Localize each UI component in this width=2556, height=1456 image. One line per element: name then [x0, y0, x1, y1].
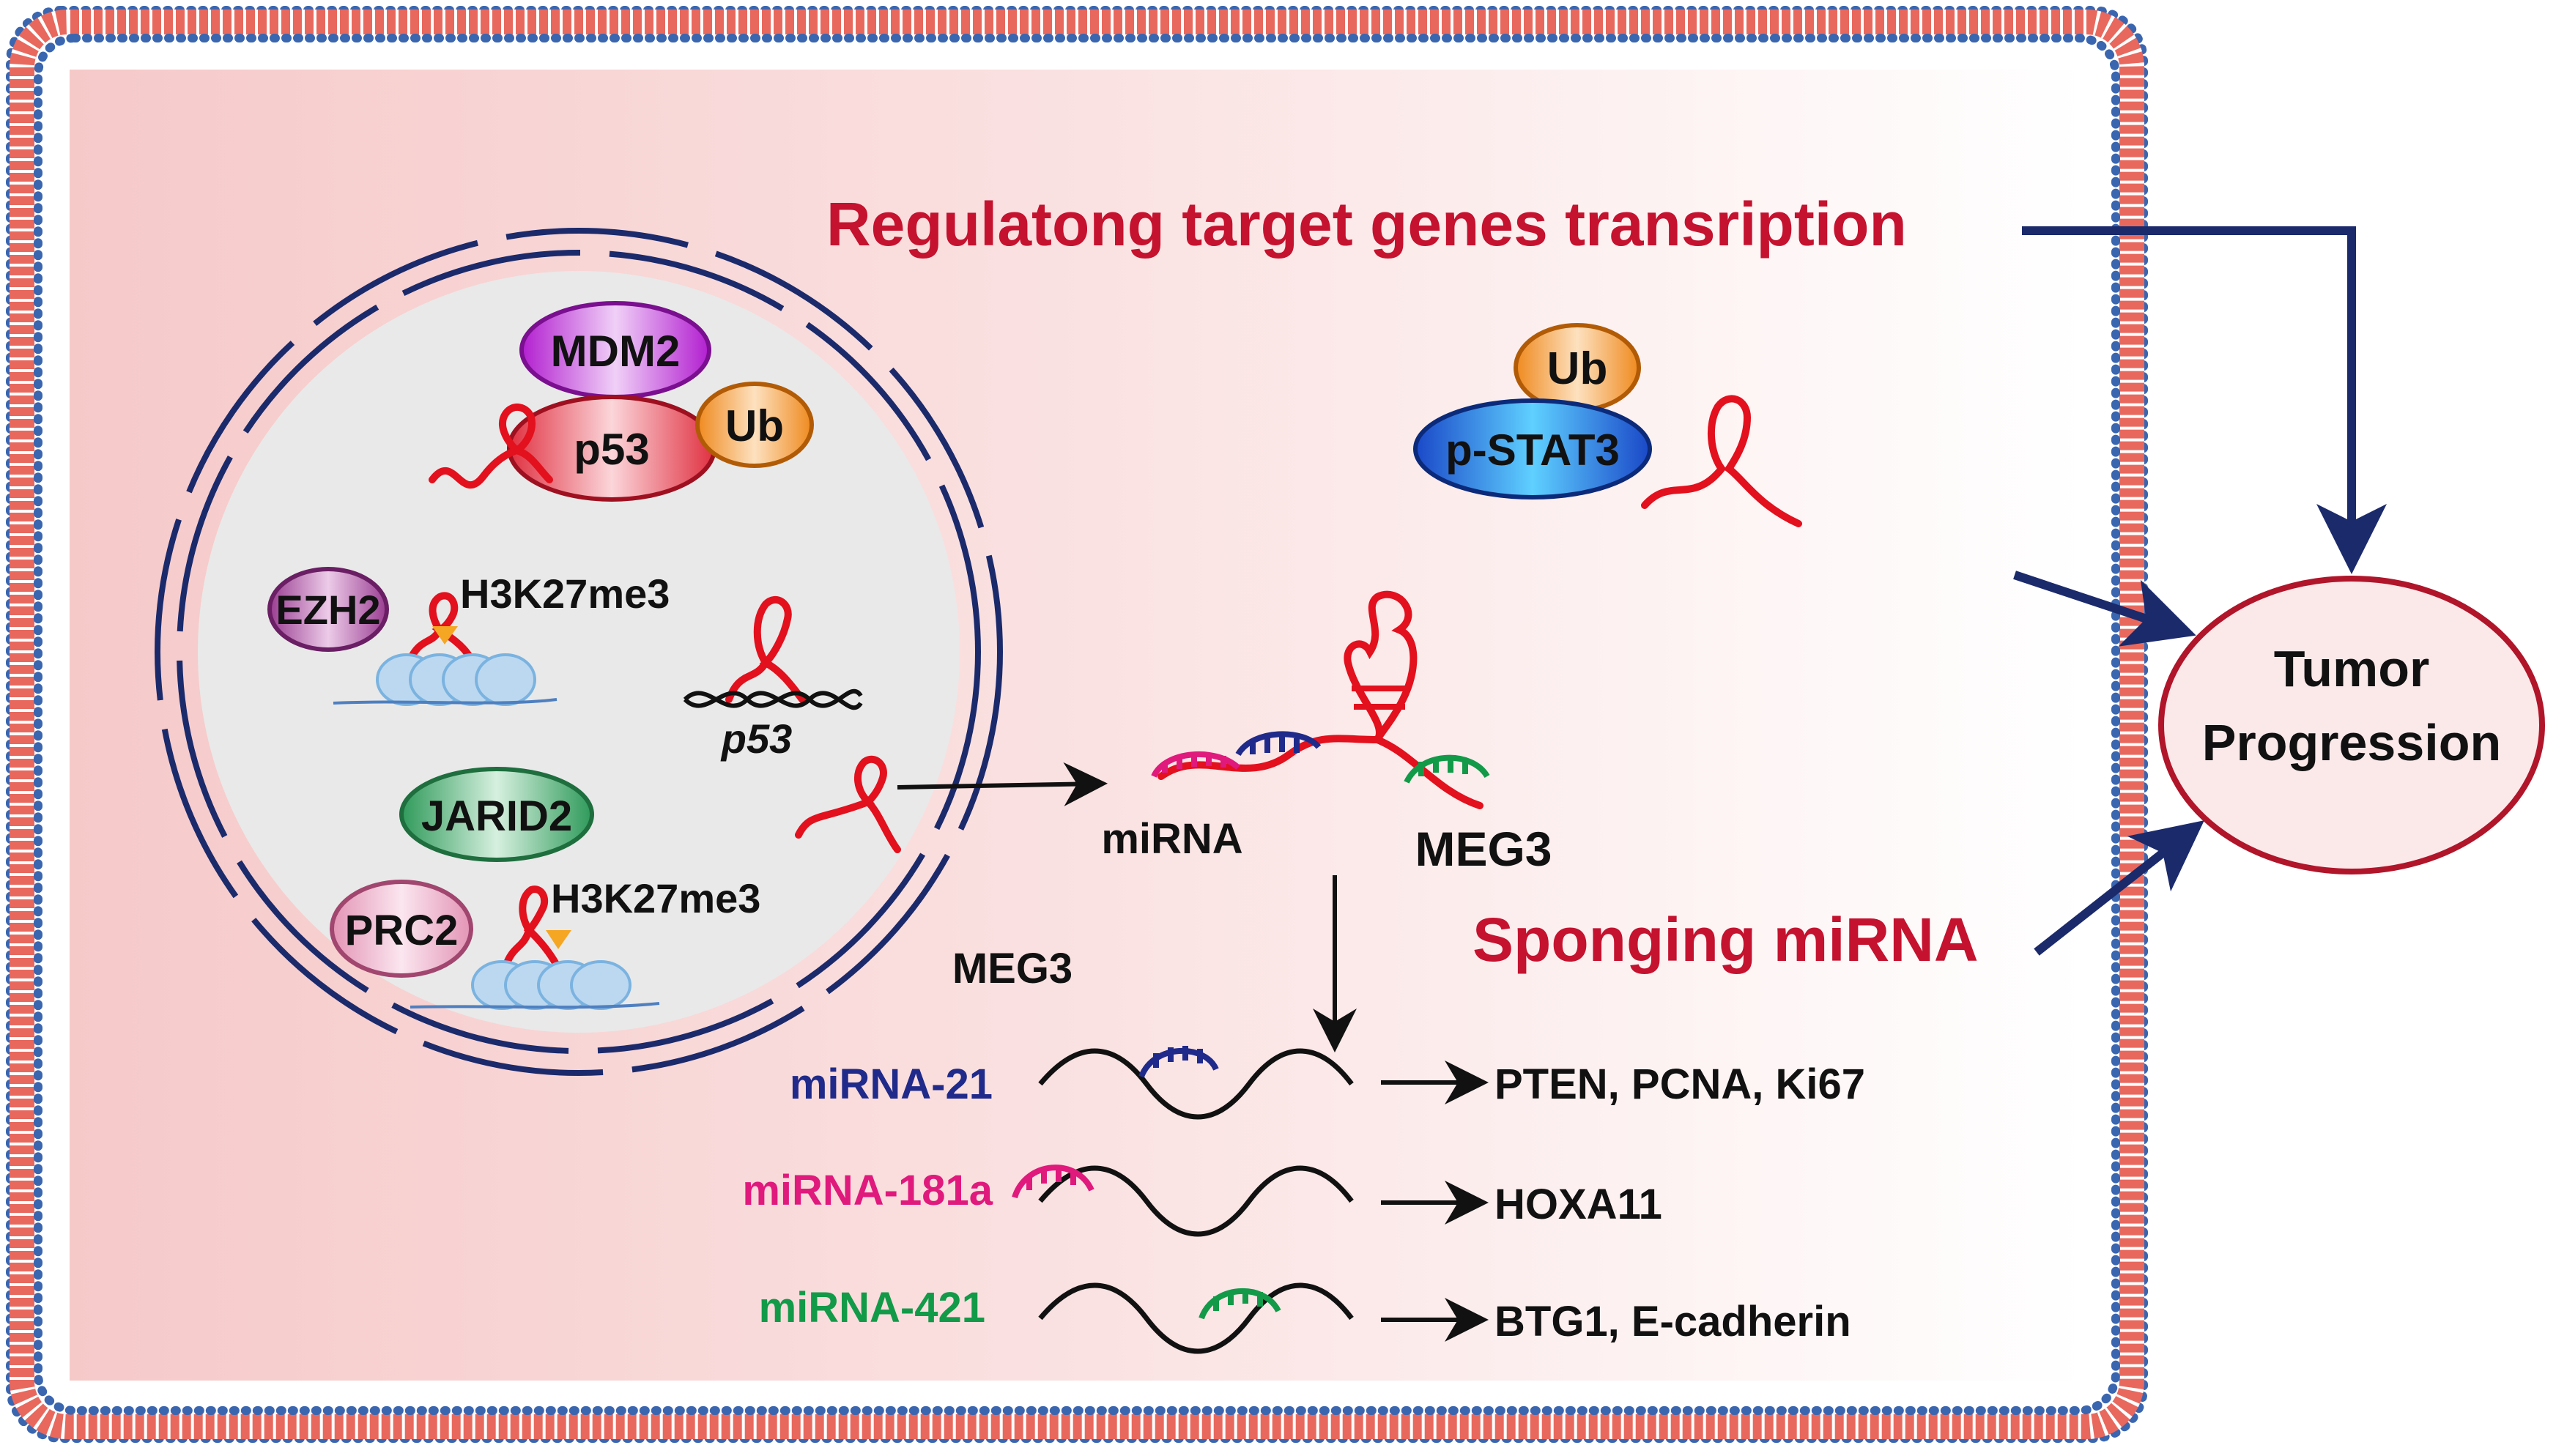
mirna-label: miRNA	[1101, 815, 1242, 863]
jarid2-label: JARID2	[421, 792, 572, 840]
ezh2-complex: EZH2 H3K27me3	[267, 567, 670, 706]
dna-helix-b	[683, 688, 863, 708]
ezh2-label: EZH2	[275, 587, 380, 633]
regulating-label: Regulatong target genes transription	[826, 190, 1907, 259]
h3k27me3-bottom-label: H3K27me3	[551, 875, 760, 921]
tumor-progression: Tumor Progression	[2158, 576, 2545, 874]
meg3-list-label: MEG3	[952, 945, 1073, 992]
mirna-green-bound	[1404, 754, 1490, 784]
tumor-label-line1: Tumor	[2274, 640, 2430, 697]
meg3-main-label: MEG3	[1415, 822, 1552, 876]
meg3-rna-icon-stat3	[1641, 395, 1802, 527]
navy-arrows	[2013, 226, 2387, 956]
mirna-pink-bound	[1151, 751, 1240, 778]
stat3-arrow	[2013, 571, 2196, 647]
p53-gene: p53	[683, 596, 863, 762]
export-arrow	[897, 762, 1108, 806]
dna-strand-2	[410, 1002, 660, 1009]
mirna-421-bound	[1199, 1288, 1281, 1320]
meg3-loop-lines	[1352, 686, 1410, 710]
methyl-mark-icon-2	[546, 930, 571, 949]
mirna-181a-bound	[1012, 1165, 1094, 1199]
p53-gene-label: p53	[720, 716, 793, 762]
mirna-row-21: miRNA-21 PTEN, PCNA, Ki67	[790, 1046, 1865, 1120]
mrna-wave-421	[1038, 1282, 1354, 1354]
pstat3-label: p-STAT3	[1445, 426, 1620, 475]
pstat3-complex: Ub p-STAT3	[1413, 323, 1802, 527]
mirna-21-targets: PTEN, PCNA, Ki67	[1494, 1061, 1865, 1108]
nucleosome-icon-2	[471, 960, 631, 1010]
mirna-21-bound	[1138, 1046, 1219, 1078]
mirna-blue-bound	[1235, 731, 1322, 757]
dna-strand	[333, 698, 557, 705]
prc2-protein	[330, 880, 473, 978]
mirna-181a-name: miRNA-181a	[742, 1167, 993, 1214]
jarid2-protein	[399, 767, 594, 862]
nucleosome-icon	[376, 653, 536, 706]
mirna-row-421: miRNA-421 BTG1, E-cadherin	[759, 1282, 1851, 1354]
ezh2-protein	[267, 567, 389, 652]
mirna-181a-targets: HOXA11	[1494, 1181, 1662, 1228]
mirna-21-name: miRNA-21	[790, 1061, 993, 1108]
prc2-complex: JARID2 PRC2 H3K27me3	[330, 767, 760, 1010]
meg3-sponge: miRNA MEG3	[1101, 590, 1552, 876]
mirna-row-181a: miRNA-181a HOXA11	[742, 1165, 1662, 1237]
regulating-arrow	[2022, 226, 2387, 574]
p53-protein-label: p53	[574, 425, 649, 474]
prc2-label: PRC2	[345, 907, 459, 954]
h3k27me3-top-label: H3K27me3	[460, 571, 670, 617]
mirna-421-targets: BTG1, E-cadherin	[1494, 1298, 1851, 1345]
meg3-rna-icon-export	[795, 755, 901, 853]
ub-cyto-label: Ub	[1547, 343, 1608, 394]
methyl-mark-icon	[432, 626, 458, 645]
meg3-rna-icon-p53	[725, 596, 806, 703]
meg3-rna-icon-prc2	[502, 885, 560, 970]
sponging-arrow	[2034, 820, 2204, 956]
mdm2-label: MDM2	[551, 327, 681, 376]
meg3-strand	[1157, 590, 1483, 809]
sponging-label: Sponging miRNA	[1473, 905, 1979, 974]
tumor-label-line2: Progression	[2202, 714, 2501, 771]
ub-nucleus	[695, 382, 814, 468]
tumor-progression-oval	[2158, 576, 2545, 874]
mrna-wave-181a	[1038, 1165, 1354, 1237]
mdm2-p53-complex: MDM2 p53 Ub	[429, 301, 814, 502]
mirna-421-name: miRNA-421	[759, 1284, 985, 1331]
pstat3-protein	[1413, 398, 1652, 499]
mrna-wave-21	[1038, 1048, 1354, 1120]
meg3-rna-icon	[429, 404, 553, 489]
ub-nucleus-label: Ub	[725, 401, 784, 450]
